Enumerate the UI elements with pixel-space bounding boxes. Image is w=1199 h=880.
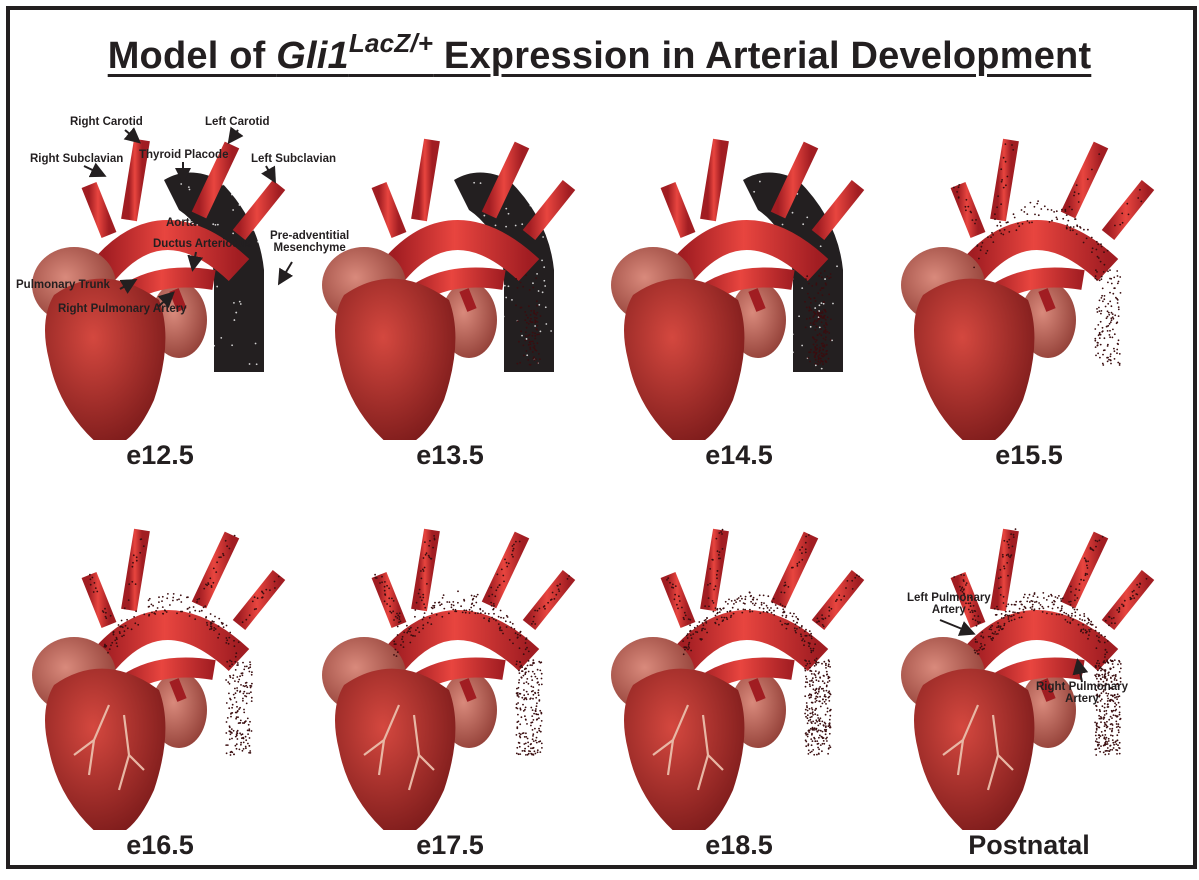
arrow-right-pulmonary-postnatal <box>1078 662 1082 682</box>
arrow-left-subclavian <box>266 166 274 180</box>
arrow-left-carotid <box>230 130 238 141</box>
arrow-right-subclavian <box>84 166 103 175</box>
arrow-pre-adventitial <box>280 262 292 282</box>
arrow-left-pulmonary <box>940 620 972 633</box>
arrow-pulmonary-trunk <box>120 281 134 289</box>
arrow-right-carotid <box>125 130 138 141</box>
arrow-ductus <box>193 252 196 268</box>
arrow-right-pulmonary <box>158 294 172 307</box>
